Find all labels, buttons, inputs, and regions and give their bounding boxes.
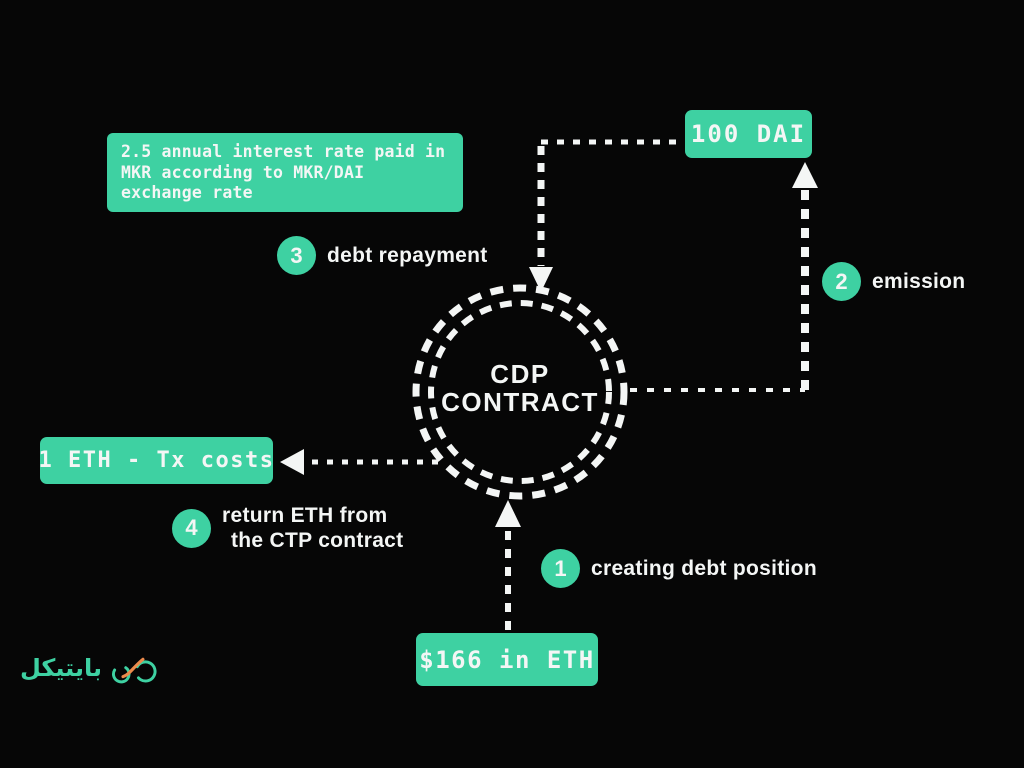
step-4-label: return ETH from the CTP contract [222,503,403,553]
arrowhead-up-into-contract [495,500,521,527]
brand-text: بايتيكل [20,654,103,682]
step-4-return-eth: 4 return ETH from the CTP contract [172,503,403,553]
step-2-label: emission [872,269,966,293]
step-1-label: creating debt position [591,556,817,580]
interest-rate-note: 2.5 annual interest rate paid in MKR acc… [107,133,463,212]
step-3-badge: 3 [277,236,316,275]
arrowhead-up-to-dai-box [792,162,818,188]
step-4-label-line2: the CTP contract [231,529,404,552]
arrowhead-left-to-ethout-box [280,449,304,475]
brand-watermark: بايتيكل [20,648,162,688]
cdp-contract-line2: CONTRACT [441,387,599,417]
eth-return-box: 1 ETH - Tx costs [39,437,273,484]
step-2-badge: 2 [822,262,861,301]
step-4-badge: 4 [172,508,211,548]
step-1-creating-debt-position: 1 creating debt position [541,549,817,588]
interest-rate-note-line2: MKR according to MKR/DAI [121,162,365,182]
step-3-debt-repayment: 3 debt repayment [277,236,488,275]
step-1-badge: 1 [541,549,580,588]
step-3-label: debt repayment [327,243,488,267]
interest-rate-note-line3: exchange rate [121,183,253,202]
arrowhead-down-into-contract [529,267,553,292]
bicycle-logo-icon [112,657,157,684]
cdp-contract-label: CDP CONTRACT [420,358,620,418]
cdp-contract-line1: CDP [490,359,550,389]
dai-amount-box: 100 DAI [685,110,812,158]
eth-deposit-box: $166 in ETH [416,633,598,686]
step-4-label-line1: return ETH from [222,504,388,527]
interest-rate-note-line1: 2.5 annual interest rate paid in [121,142,446,161]
step-2-emission: 2 emission [822,262,965,301]
